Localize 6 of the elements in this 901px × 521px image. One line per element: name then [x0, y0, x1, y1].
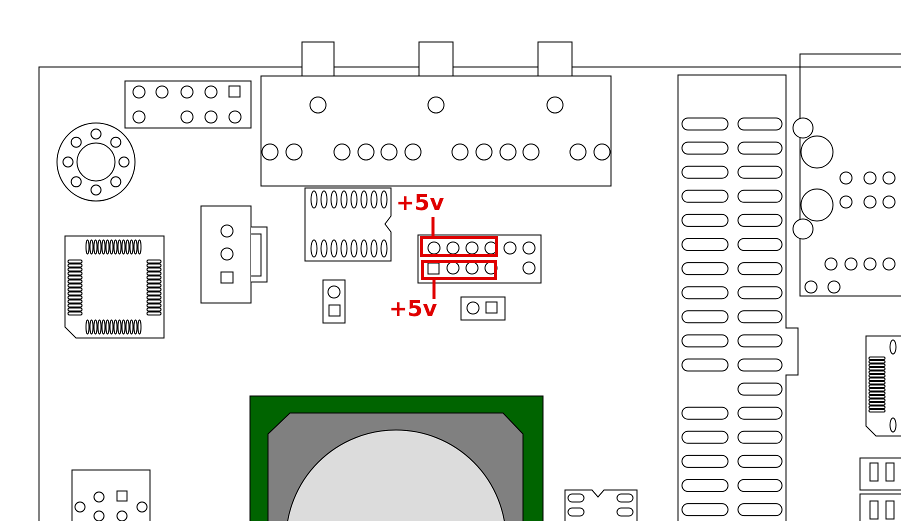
highlight-frame	[421, 260, 497, 280]
highlight-frame	[420, 236, 498, 257]
leader-line	[432, 217, 434, 236]
leader-line	[432, 280, 436, 299]
voltage-label: +5v	[396, 193, 444, 215]
voltage-label: +5v	[389, 299, 438, 321]
